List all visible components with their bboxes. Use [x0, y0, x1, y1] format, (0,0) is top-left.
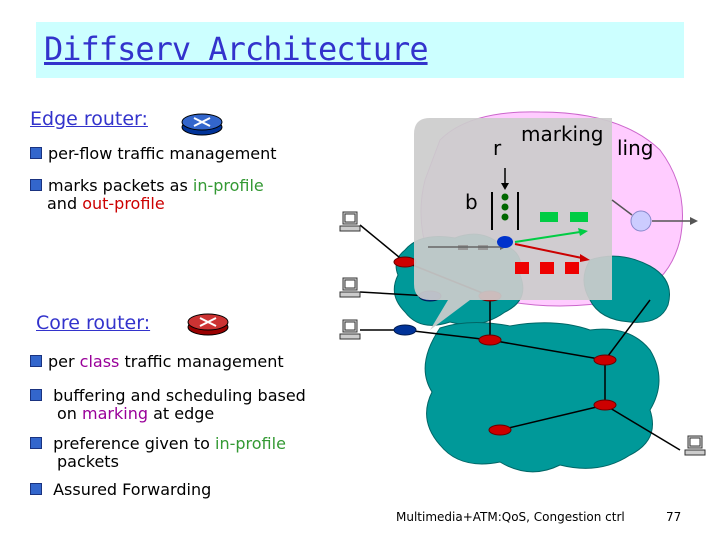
- page-number: 77: [666, 510, 682, 524]
- rate-label: r: [493, 136, 502, 160]
- edge-bullet-2: marks packets as in-profile and out-prof…: [30, 177, 264, 213]
- in-profile-packets: [540, 212, 588, 222]
- bucket-size-label: b: [465, 190, 478, 214]
- bullet-icon: [30, 483, 42, 495]
- bullet-icon: [30, 389, 42, 401]
- core-bullet-4: Assured Forwarding: [30, 481, 211, 499]
- token-bucket: [491, 168, 519, 230]
- core-bullet-3: preference given to in-profile packets: [30, 435, 286, 471]
- page-title: Diffserv Architecture: [44, 30, 429, 68]
- bullet-icon: [30, 355, 42, 367]
- bullet-icon: [30, 179, 42, 191]
- edge-bullet-1: per-flow traffic management: [30, 145, 277, 163]
- marking-callout: [414, 118, 612, 330]
- scheduler-circle: [630, 210, 652, 232]
- scheduling-label: ling: [617, 136, 654, 160]
- edge-router-heading: Edge router:: [30, 108, 148, 130]
- core-bullet-1: per class traffic management: [30, 353, 284, 371]
- router-icon: [181, 113, 223, 136]
- marking-label: marking: [521, 122, 604, 146]
- core-bullet-2: buffering and scheduling based on markin…: [30, 387, 306, 423]
- core-router-heading: Core router:: [36, 312, 151, 334]
- bullet-icon: [30, 147, 42, 159]
- title-bar: [36, 22, 684, 78]
- bullet-icon: [30, 437, 42, 449]
- marker-ball: [497, 236, 513, 248]
- router-icon: [187, 313, 229, 336]
- footer-text: Multimedia+ATM:QoS, Congestion ctrl: [396, 510, 625, 524]
- host-computer-icon: [339, 211, 706, 456]
- out-profile-packets: [515, 262, 579, 274]
